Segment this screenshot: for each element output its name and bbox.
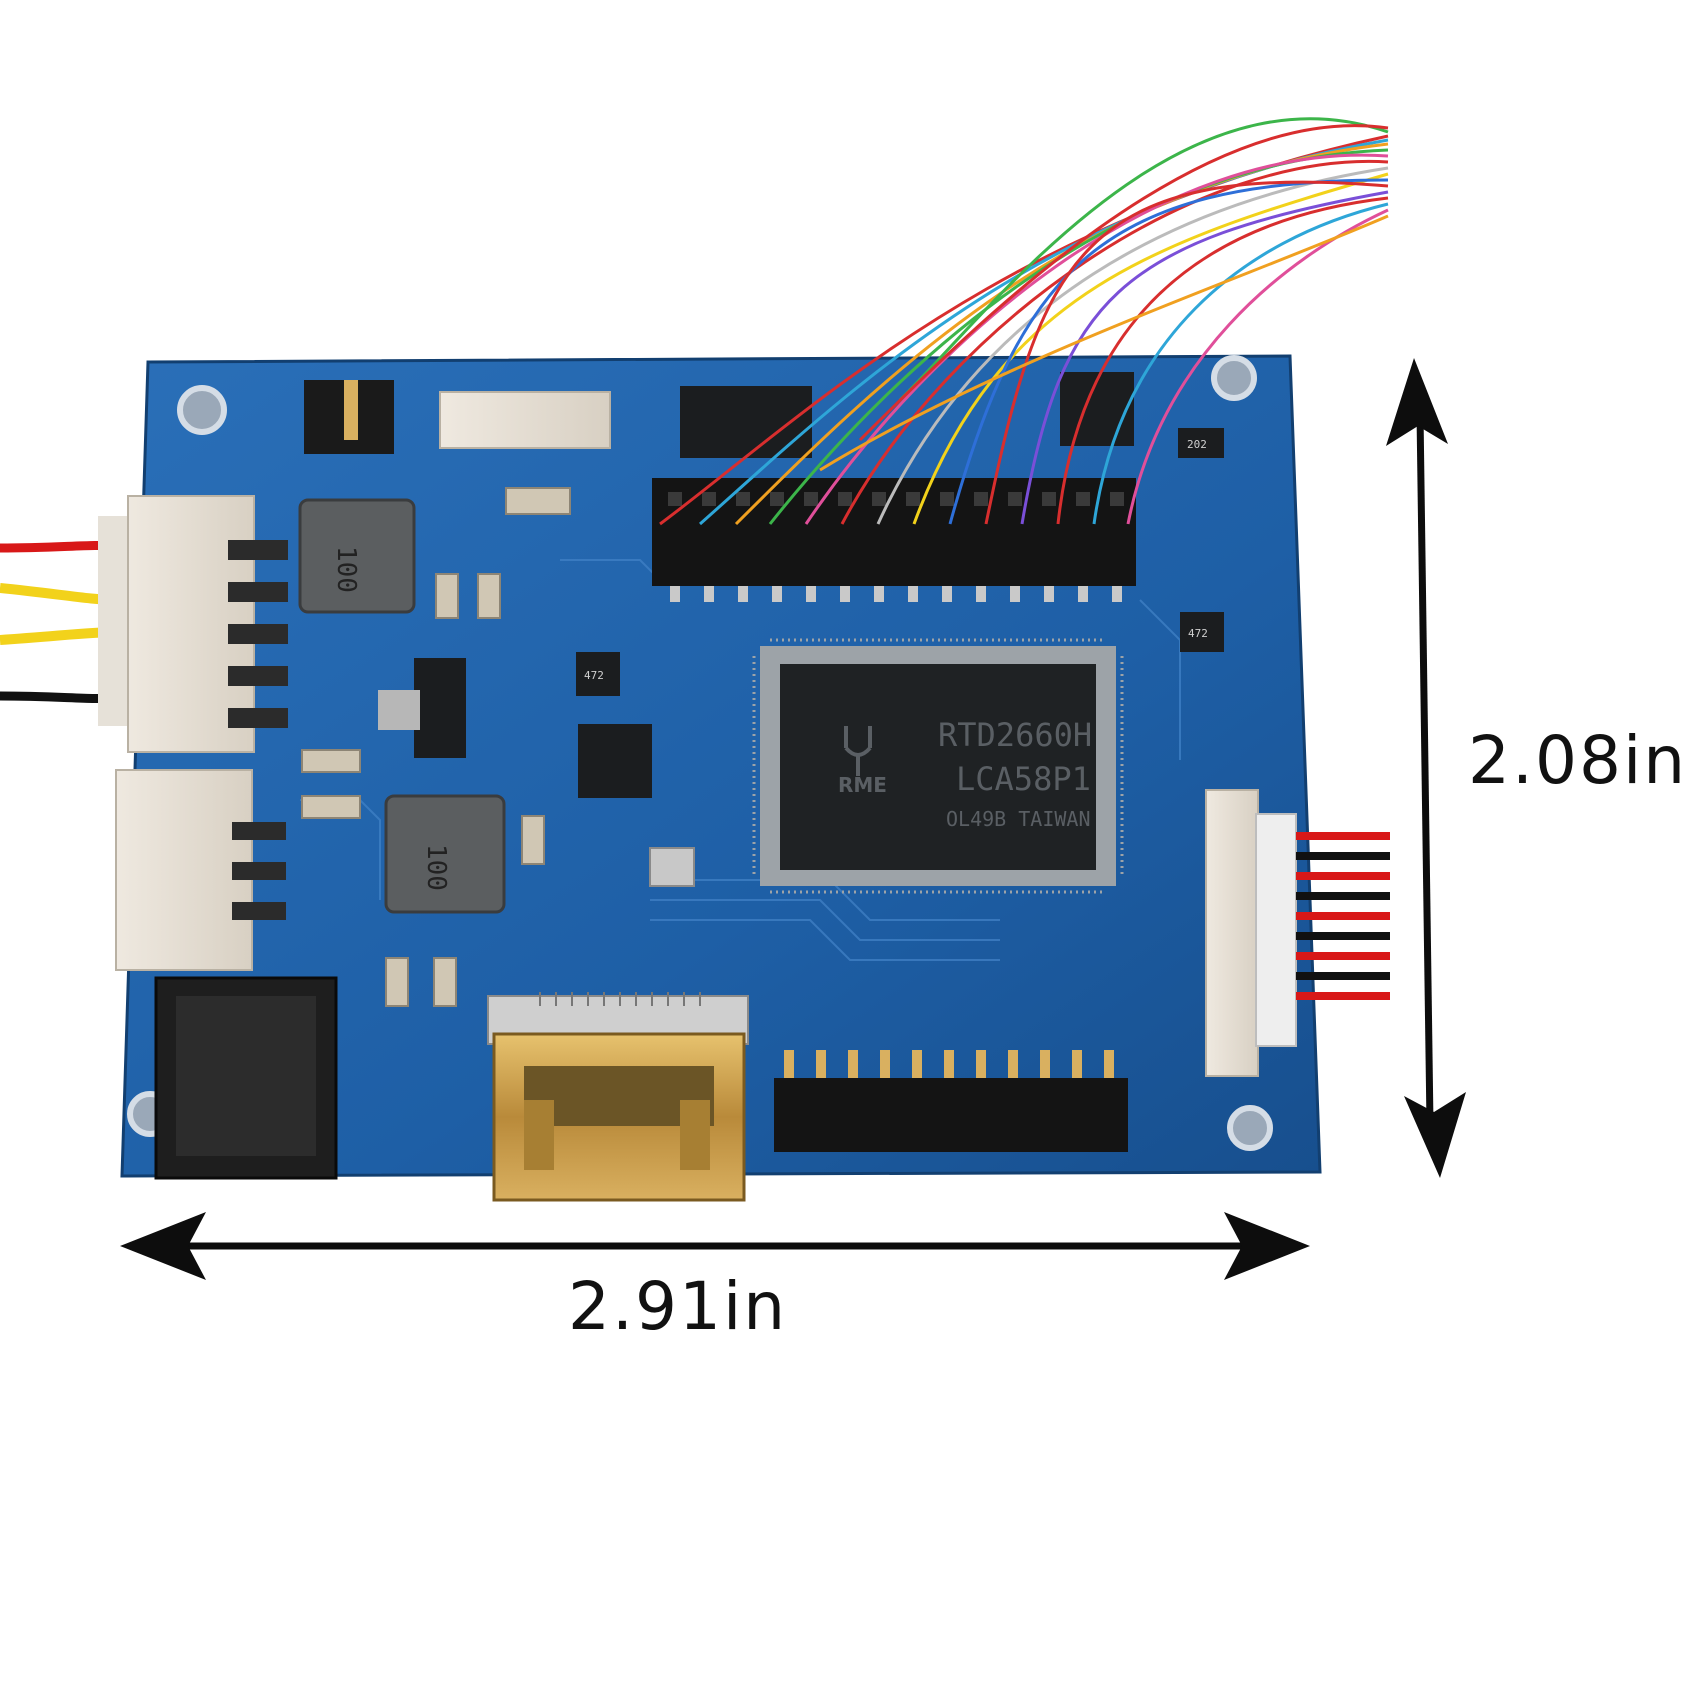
resistor-network-3-label: 472 [1188,627,1208,640]
resistor-network-2: 202 [1178,428,1224,458]
chip-line1: RTD2660H [938,716,1092,754]
inductor-top-label: 100 [331,546,361,593]
inductor-bottom-label: 100 [421,844,451,891]
height-arrow [1386,358,1466,1178]
main-chip: RME RTD2660H LCA58P1 OL49B TAIWAN [752,638,1124,894]
small-ic-right [1060,372,1134,446]
power-connector [98,495,288,753]
backlight-connector [1205,789,1297,1077]
inductor-bottom: 100 [384,794,506,914]
crystal [649,847,695,887]
bottom-pin-header [774,1050,1128,1152]
top-small-connector [439,391,611,449]
realtek-logo [844,726,872,776]
hdmi-port [487,992,749,1202]
capacitors [301,487,571,1007]
resistor-network-2-label: 202 [1187,438,1207,451]
keypad-connector [115,769,286,971]
width-dimension-label: 2.91in [568,1268,788,1345]
resistor-network-1-label: 472 [584,669,604,682]
regulator [378,658,466,758]
top-pin-header [652,478,1136,602]
chip-line3: OL49B TAIWAN [946,807,1091,831]
width-arrow [120,1212,1310,1280]
inductor-top: 100 [298,498,416,614]
resistor-network-3: 472 [1180,612,1224,652]
eeprom-ic [578,724,652,798]
chip-line2: LCA58P1 [956,760,1091,798]
height-dimension-label: 2.08in [1468,722,1688,799]
jumper-header [304,380,394,454]
resistor-network-1: 472 [576,652,620,696]
lvds-wire-bundle [659,117,1389,526]
dc-jack [154,976,338,1180]
backlight-cable [1296,832,1390,1000]
chip-logo-text: RME [838,773,887,797]
